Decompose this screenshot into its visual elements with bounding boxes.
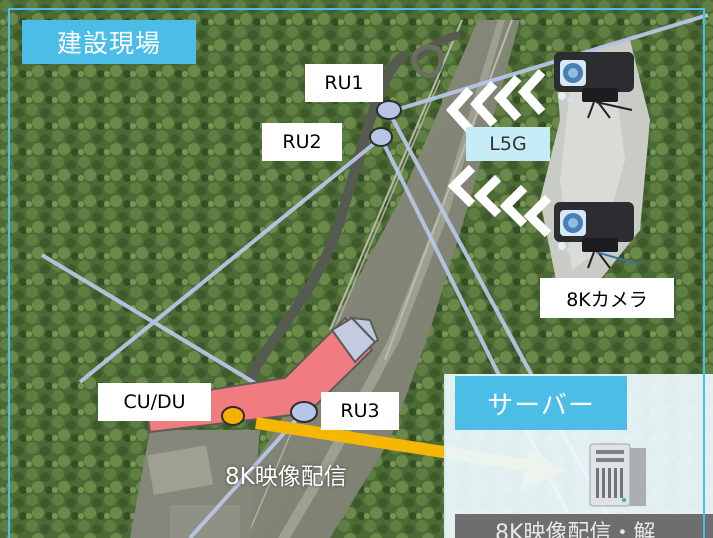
bottom-caption-bar: 8K映像配信・解 [455,514,713,538]
site-title: 建設現場 [22,20,196,64]
server-title: サーバー [455,376,627,430]
signal-chevron-icon [445,68,552,238]
ru3-node [290,401,318,423]
highway-median [278,20,505,538]
highway [200,20,520,538]
ru1-label: RU1 [305,64,383,102]
ru2-label: RU2 [262,123,342,161]
server-icon [589,443,646,507]
cu-du-label: CU/DU [98,383,211,421]
camera-label: 8Kカメラ [540,278,674,318]
cu-du-node [221,406,245,426]
bottom-caption: 8K映像配信・解 [495,521,656,538]
camera-icon [554,52,634,119]
distribution-label: 8K映像配信 [225,464,347,490]
l5g-label: L5G [466,127,550,161]
ru1-node [376,100,402,120]
camera-icon [554,202,639,269]
ru2-node [369,127,393,147]
ru3-label: RU3 [321,392,399,430]
